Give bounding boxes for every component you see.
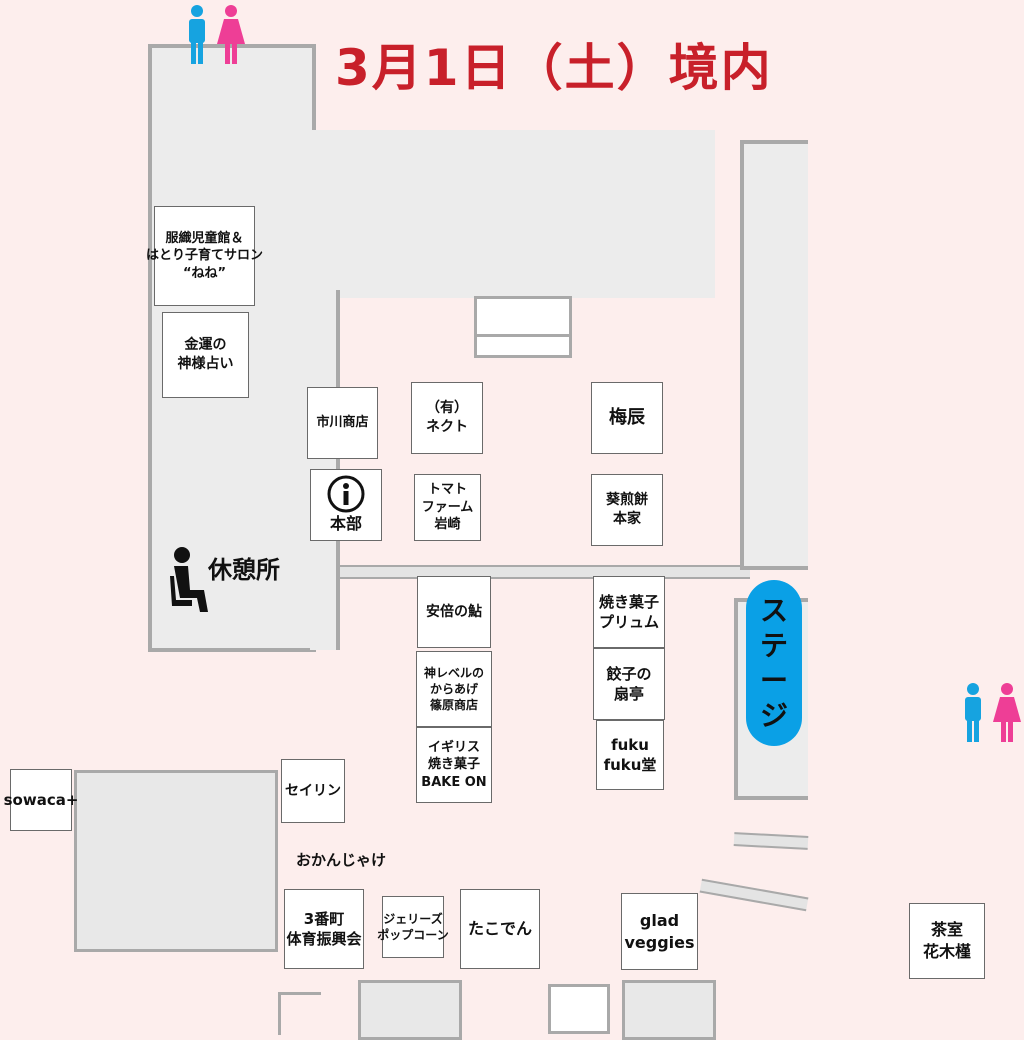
booth-aoi[interactable]: 葵煎餅 本家 [591, 474, 663, 546]
booth-label: はとり子育てサロン [146, 248, 264, 264]
building-bottom-3 [622, 980, 716, 1040]
restroom-icon [189, 5, 245, 64]
booth-label: 焼き菓子 [427, 757, 480, 773]
booth-label: たこでん [467, 919, 532, 939]
booth-label: 安倍の鮎 [426, 603, 482, 620]
booth-label: veggies [624, 932, 695, 952]
path-line-2 [699, 878, 809, 912]
booth-umetatsu[interactable]: 梅辰 [591, 382, 663, 454]
booth-plum[interactable]: 焼き菓子 プリュム [593, 576, 665, 648]
booth-label: 餃子の [606, 664, 652, 683]
booth-label: 神レベルの [423, 665, 484, 680]
steps-line [474, 334, 572, 337]
stage-char: ス [759, 594, 788, 627]
booth-label: プリュム [598, 613, 659, 631]
booth-sanban[interactable]: 3番町 体育振興会 [284, 889, 364, 969]
booth-label: 焼き菓子 [598, 592, 659, 611]
booth-glad[interactable]: glad veggies [621, 893, 698, 970]
booth-label: glad [639, 910, 680, 930]
booth-label: 本家 [613, 511, 641, 527]
booth-label: sowaca+ [3, 790, 79, 809]
booth-jellys[interactable]: ジェリーズ ポップコーン [377, 896, 449, 958]
booth-ichikawa[interactable]: 市川商店 [307, 387, 378, 459]
building-main-top [310, 130, 715, 298]
building-right [740, 140, 808, 570]
booth-label: BAKE ON [421, 774, 487, 790]
booth-label: 体育振興会 [286, 930, 362, 948]
booth-tomato[interactable]: トマト ファーム 岩崎 [414, 474, 481, 541]
booth-nekuto[interactable]: （有） ネクト [411, 382, 483, 454]
booth-fukufuku[interactable]: fuku fuku堂 [596, 720, 664, 790]
booth-label: 扇亭 [613, 685, 644, 703]
booth-label: 服織児童館＆ [165, 230, 244, 246]
booth-label: ジェリーズ [383, 911, 443, 926]
booth-seirin[interactable]: セイリン [281, 759, 345, 823]
booth-label: ファーム [421, 499, 474, 515]
stage-char: ー [759, 664, 788, 697]
map-title: 3月1日（土）境内 [335, 39, 773, 97]
booth-label: ポップコーン [377, 928, 449, 942]
booth-chashitsu[interactable]: 茶室 花木槿 [909, 903, 985, 979]
booth-label: 篠原商店 [429, 698, 478, 713]
booth-label: “ねね” [182, 265, 227, 281]
booth-honbu[interactable]: 本部 [310, 469, 382, 541]
booth-sowaca[interactable]: sowaca+ [4, 769, 78, 831]
steps [474, 296, 572, 358]
building-lower-left [74, 770, 278, 952]
booth-label: セイリン [285, 782, 341, 799]
booth-label: ネクト [426, 419, 468, 435]
booth-label: 梅辰 [609, 406, 645, 428]
booth-label: 茶室 [930, 920, 963, 940]
booth-abe[interactable]: 安倍の鮎 [417, 576, 491, 648]
stage[interactable]: ス テ ー ジ [746, 580, 802, 746]
building-bottom-2 [548, 984, 610, 1034]
booth-label: 神様占い [177, 356, 234, 372]
path-line-1 [733, 832, 809, 850]
booth-label: 岩崎 [434, 517, 461, 533]
restroom-icon [965, 683, 1021, 742]
rest-area-label: 休憩所 [208, 556, 280, 584]
stage-char: テ [759, 629, 788, 662]
booth-kinun[interactable]: 金運の 神様占い [162, 312, 249, 398]
booth-label: fuku堂 [603, 756, 657, 774]
booth-label: 花木槿 [922, 942, 971, 961]
booth-gyoza[interactable]: 餃子の 扇亭 [593, 648, 665, 720]
corridor-line [340, 565, 750, 579]
okanjayake-label: おかんじゃけ [296, 851, 387, 869]
booth-label: 3番町 [303, 909, 345, 928]
rest-area-icon [170, 547, 208, 612]
stage-char: ジ [759, 699, 788, 732]
booth-label: fuku [611, 735, 649, 754]
booth-bakeon[interactable]: イギリス 焼き菓子 BAKE ON [416, 727, 492, 803]
booth-label: からあげ [429, 681, 478, 696]
booth-label: 本部 [329, 514, 362, 534]
booth-hattori[interactable]: 服織児童館＆ はとり子育てサロン “ねね” [146, 206, 263, 306]
booth-label: （有） [426, 400, 468, 417]
booth-label: 金運の [184, 337, 227, 354]
booth-label: イギリス [427, 739, 480, 755]
building-bottom-4 [278, 992, 321, 1035]
information-icon [327, 475, 365, 513]
booth-label: 市川商店 [316, 415, 369, 431]
building-bottom-1 [358, 980, 462, 1040]
booth-takoden[interactable]: たこでん [460, 889, 540, 969]
booth-label: トマト [427, 482, 467, 498]
booth-karaage[interactable]: 神レベルの からあげ 篠原商店 [416, 651, 492, 727]
booth-label: 葵煎餅 [606, 492, 648, 509]
